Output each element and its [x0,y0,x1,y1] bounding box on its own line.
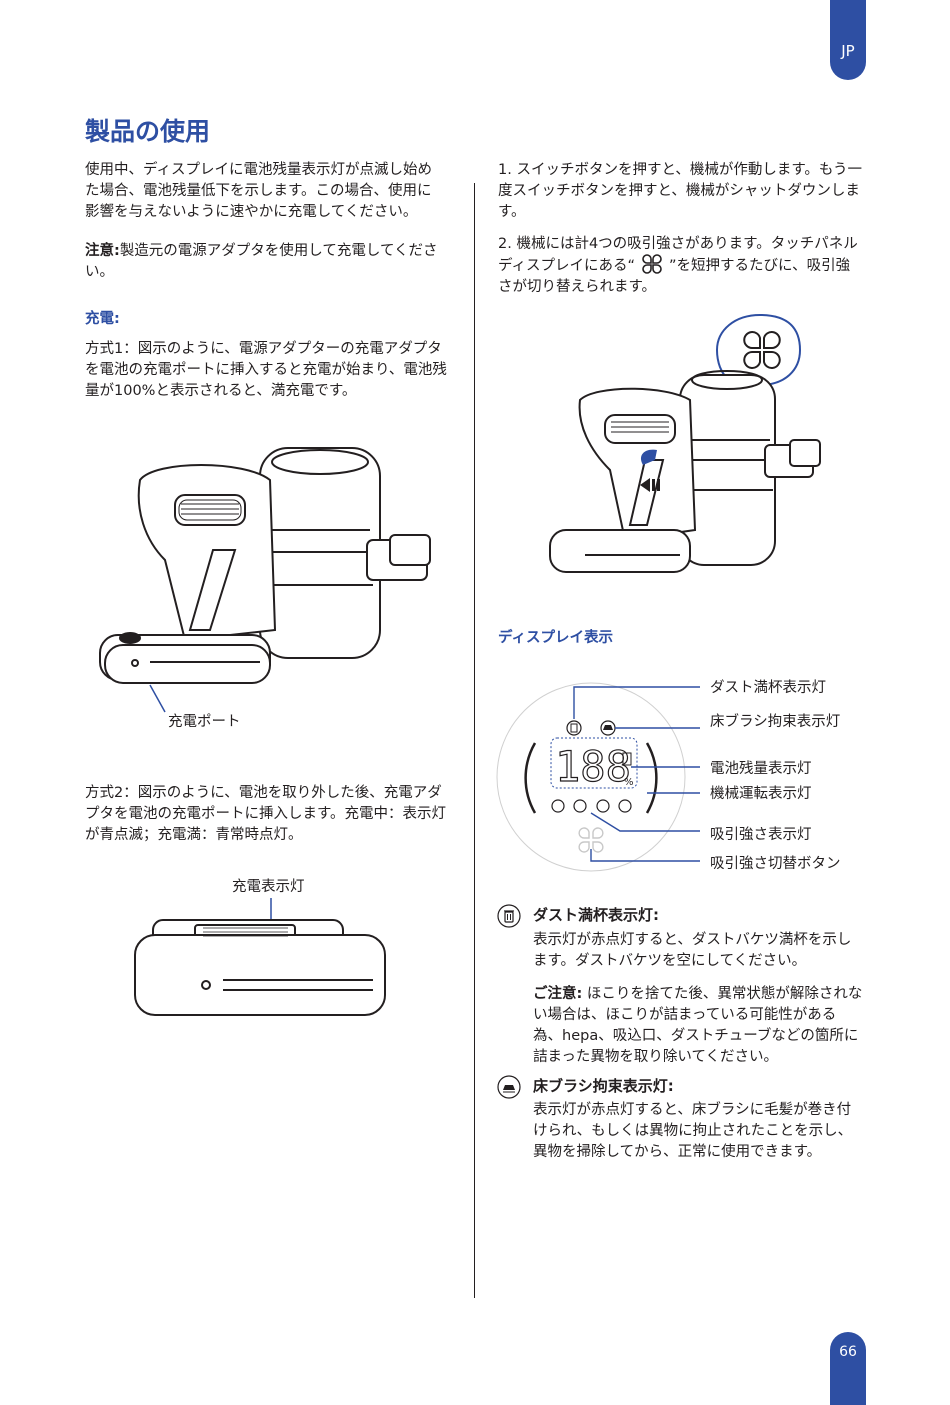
vacuum-charging-illustration [99,447,431,713]
note-label: 注意: [85,243,120,259]
note-paragraph: 注意:製造元の電源アダプタを使用して充電してください。 [85,241,445,283]
dust-note-label: ご注意: [533,986,583,1002]
page-number: 66 [830,1332,866,1405]
callout-battery: 電池残量表示灯 [710,761,812,777]
suction-button-icon [642,254,662,274]
step1-paragraph: 1. スイッチボタンを押すと、機械が作動します。もう一度スイッチボタンを押すと、… [498,162,862,220]
display-digits: 188 [555,742,631,791]
brush-title: 床ブラシ拘束表示灯: [533,1077,674,1095]
step2-paragraph: 2. 機械には計4つの吸引強さがあります。タッチパネルディスプレイにある“”を短… [498,234,863,298]
method1-paragraph: 方式1：図示のように、電源アダプターの充電アダプタを電池の充電ポートに挿入すると… [85,341,447,399]
display-heading: ディスプレイ表示 [498,630,613,646]
charging-heading: 充電: [85,311,120,327]
callout-suction-button: 吸引強さ切替ボタン [710,856,841,872]
callout-dust-full: ダスト満杯表示灯 [710,680,826,696]
column-divider [474,183,475,1298]
charge-indicator-label: 充電表示灯 [232,879,305,895]
dust-title: ダスト満杯表示灯: [533,906,659,924]
charge-port-label: 充電ポート [168,714,241,730]
brush-icon [497,1075,521,1099]
method2-paragraph: 方式2：図示のように、電池を取り外した後、充電アダプタを電池の充電ポートに挿入し… [85,785,447,843]
callout-suction-level: 吸引強さ表示灯 [710,827,812,843]
display-panel-diagram: 188 % [496,682,700,872]
intro-paragraph: 使用中、ディスプレイに電池残量表示灯が点滅し始めた場合、電池残量低下を示します。… [85,162,432,220]
vacuum-switch-illustration [549,313,821,573]
dust-note: ご注意: ほこりを捨てた後、異常状態が解除されない場合は、ほこりが詰まっている可… [533,984,863,1068]
page-title: 製品の使用 [85,117,211,146]
step2-text-a: 2. 機械には計4つの吸引強さがあります。タッチパネルディスプレイにある“ [498,236,858,274]
battery-illustration [134,898,386,1016]
language-tab: JP [830,0,866,80]
display-percent: % [624,777,634,788]
note-text: 製造元の電源アダプタを使用して充電してください。 [85,243,438,280]
dust-text: 表示灯が赤点灯すると、ダストバケツ満杯を示します。ダストバケツを空にしてください… [533,932,852,969]
dust-note-text: ほこりを捨てた後、異常状態が解除されない場合は、ほこりが詰まっている可能性がある… [533,986,863,1065]
brush-text: 表示灯が赤点灯すると、床ブラシに毛髪が巻き付けられ、もしくは異物に拘止されたこと… [533,1102,853,1160]
callout-running: 機械運転表示灯 [710,786,812,802]
callout-brush-block: 床ブラシ拘束表示灯 [710,714,841,730]
dust-bin-icon [497,904,521,928]
step2-text-b: ”を短押するたびに、吸引強さが切り替えられます。 [498,258,851,295]
